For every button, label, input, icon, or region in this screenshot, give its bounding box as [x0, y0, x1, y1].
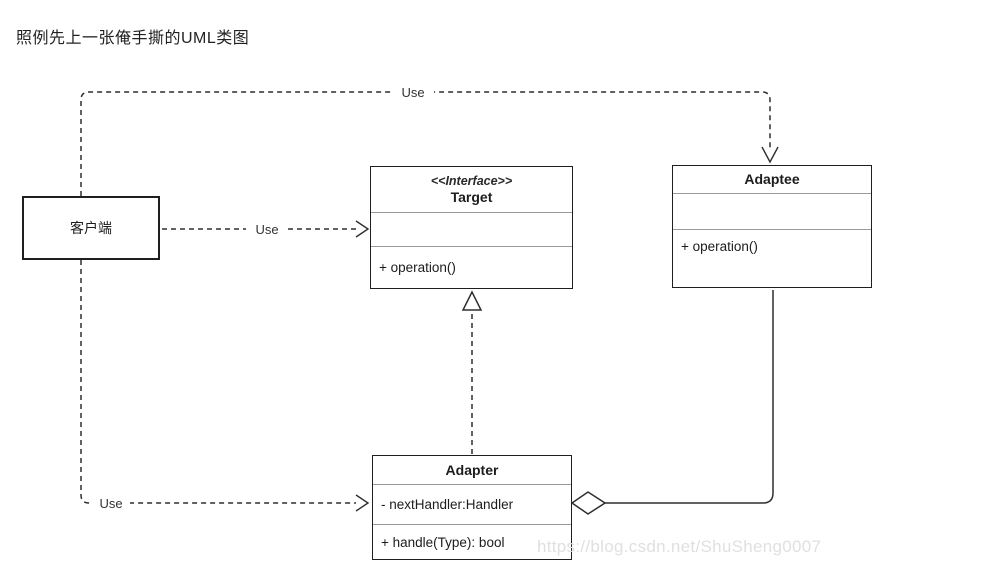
target-header: <<Interface>> Target — [371, 167, 572, 213]
use-label-top: Use — [401, 85, 424, 100]
use-label-bottom: Use — [99, 496, 122, 511]
class-box-adaptee: Adaptee + operation() — [672, 165, 872, 288]
page-title: 照例先上一张俺手撕的UML类图 — [16, 30, 250, 47]
adapter-method: + handle(Type): bool — [381, 534, 505, 550]
class-box-adapter: Adapter - nextHandler:Handler + handle(T… — [372, 455, 572, 560]
use-label-bg-bottom — [92, 495, 130, 511]
realization-triangle — [461, 290, 483, 311]
use-label-middle: Use — [255, 222, 278, 237]
adaptee-attributes-section — [673, 194, 871, 230]
watermark: https://blog.csdn.net/ShuSheng0007 — [537, 537, 822, 556]
aggregation-diamond — [570, 491, 607, 515]
use-label-bg-middle — [246, 221, 288, 237]
target-method: + operation() — [379, 260, 456, 275]
class-box-client: 客户端 — [22, 196, 160, 260]
target-attributes-section — [371, 213, 572, 247]
adaptee-class-name: Adaptee — [744, 171, 800, 187]
aggregation-line-adapter-adaptee — [605, 290, 774, 504]
target-class-name: Target — [450, 188, 493, 205]
adapter-class-name: Adapter — [445, 461, 499, 478]
target-methods-section: + operation() — [371, 247, 572, 288]
open-arrowhead-adapter — [355, 494, 370, 512]
adapter-attributes-section: - nextHandler:Handler — [373, 485, 571, 525]
target-stereotype: <<Interface>> — [430, 173, 513, 188]
open-arrowhead-adaptee — [761, 146, 779, 164]
adaptee-header: Adaptee — [673, 166, 871, 194]
class-box-target: <<Interface>> Target + operation() — [370, 166, 573, 289]
client-class-name: 客户端 — [70, 220, 112, 236]
adaptee-method: + operation() — [681, 239, 758, 254]
open-arrowhead-target — [355, 220, 370, 238]
adapter-attribute: - nextHandler:Handler — [381, 497, 514, 512]
adaptee-methods-section: + operation() — [673, 230, 871, 287]
adapter-header: Adapter — [373, 456, 571, 485]
adapter-methods-section: + handle(Type): bool — [373, 525, 571, 559]
dependency-line-client-adapter — [80, 260, 356, 504]
use-label-bg-top — [392, 84, 434, 100]
